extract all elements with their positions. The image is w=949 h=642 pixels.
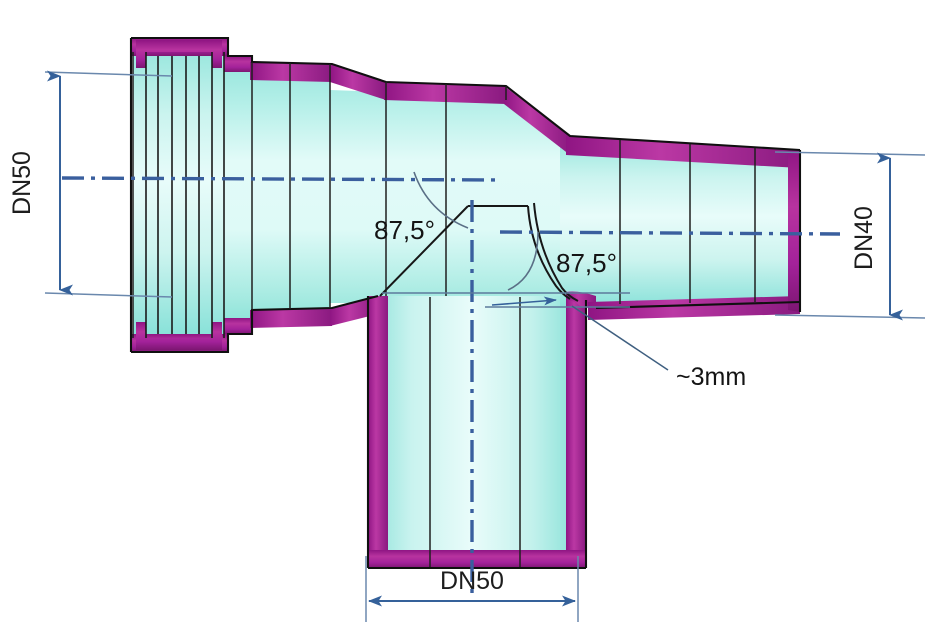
top-edge-band-run1 bbox=[250, 62, 332, 82]
angle-label-lower-right: 87,5° bbox=[556, 248, 617, 278]
angle-upper-left[interactable]: 87,5° bbox=[374, 171, 469, 245]
dimension-bottom-dn50[interactable]: DN50 bbox=[365, 556, 579, 622]
callout-wall-thickness[interactable]: ~3mm bbox=[382, 292, 746, 391]
bottom-edge-band-branch-end bbox=[368, 550, 586, 568]
callout-arrow-inner bbox=[491, 296, 557, 306]
bottom-edge-band-run1 bbox=[250, 308, 332, 328]
bottom-edge-band-socket-lip bbox=[136, 322, 222, 350]
socket-seal-rings bbox=[145, 52, 225, 338]
bottom-edge-band-branch-right bbox=[566, 296, 586, 566]
right-end-cap bbox=[788, 150, 800, 312]
callout-label-wall-thickness: ~3mm bbox=[676, 363, 746, 391]
outline-bottom-profile bbox=[131, 294, 379, 354]
socket-barrel bbox=[133, 52, 224, 338]
centerline-main-horizontal bbox=[61, 176, 501, 182]
junction-curve-right bbox=[527, 205, 571, 300]
fitting-body bbox=[129, 36, 802, 570]
top-edge-band-taper2 bbox=[504, 86, 570, 155]
branch-pipe-solid bbox=[368, 296, 585, 568]
angle-arc-upper-left bbox=[413, 171, 469, 229]
centerline-right-horizontal bbox=[499, 230, 841, 236]
centerlines bbox=[61, 176, 841, 600]
callout-leader-line bbox=[571, 305, 669, 371]
dimension-right-dn40[interactable]: DN40 bbox=[774, 151, 926, 321]
bottom-edge-band-branch-left bbox=[368, 296, 388, 566]
top-edge-band-spigot bbox=[566, 136, 800, 168]
top-edge-band-socket-lip bbox=[136, 40, 222, 68]
dimension-label-bottom: DN50 bbox=[440, 567, 504, 595]
surface-seams bbox=[132, 52, 756, 567]
top-edge-band-taper1 bbox=[330, 64, 386, 100]
top-edge-band-collar bbox=[224, 56, 252, 72]
angle-label-upper-left: 87,5° bbox=[374, 215, 435, 245]
dimension-label-right: DN40 bbox=[850, 206, 878, 270]
bottom-edge-band-collar bbox=[224, 318, 252, 334]
dimension-left-dn50[interactable]: DN50 bbox=[8, 70, 173, 298]
angle-lower-right[interactable]: 87,5° bbox=[507, 231, 617, 291]
bottom-edge-band-taper1 bbox=[330, 296, 378, 326]
junction-curve-right-inner bbox=[533, 202, 579, 302]
angle-arc-lower-right bbox=[507, 231, 539, 291]
dimension-label-left: DN50 bbox=[8, 151, 36, 215]
outline-top-profile bbox=[131, 36, 801, 152]
top-edge-band-run2 bbox=[384, 82, 506, 104]
bottom-edge-band-spigot bbox=[588, 296, 800, 320]
